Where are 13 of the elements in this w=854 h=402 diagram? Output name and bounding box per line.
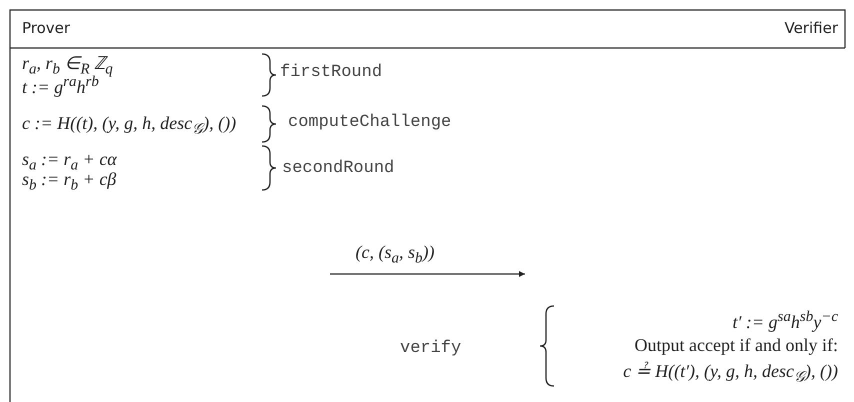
column-heading: Verifier bbox=[784, 20, 838, 36]
formula: s$_{b}$ := r$_{b}$ + cβ bbox=[22, 170, 116, 194]
formula: t := g$^{ra}$h$^{rb}$ bbox=[22, 74, 99, 98]
step-name: secondRound bbox=[282, 160, 394, 179]
step-name: computeChallenge bbox=[288, 114, 452, 133]
message-label: (c, (s$_{a}$, s$_{b}$)) bbox=[356, 243, 434, 268]
formula: c ≟ H((t′), (y, g, h, desc$_{𝒢}$), ()) bbox=[623, 362, 838, 386]
column-heading: Prover bbox=[22, 20, 70, 36]
step-name: firstRound bbox=[280, 64, 382, 83]
formula: t′ := g$^{sa}$h$^{sb}$y$^{−c}$ bbox=[732, 309, 838, 333]
formula: c := H((t), (y, g, h, desc$_{𝒢}$), ()) bbox=[22, 114, 236, 138]
formula: Output accept if and only if: bbox=[634, 336, 838, 356]
step-name: verify bbox=[400, 340, 462, 359]
